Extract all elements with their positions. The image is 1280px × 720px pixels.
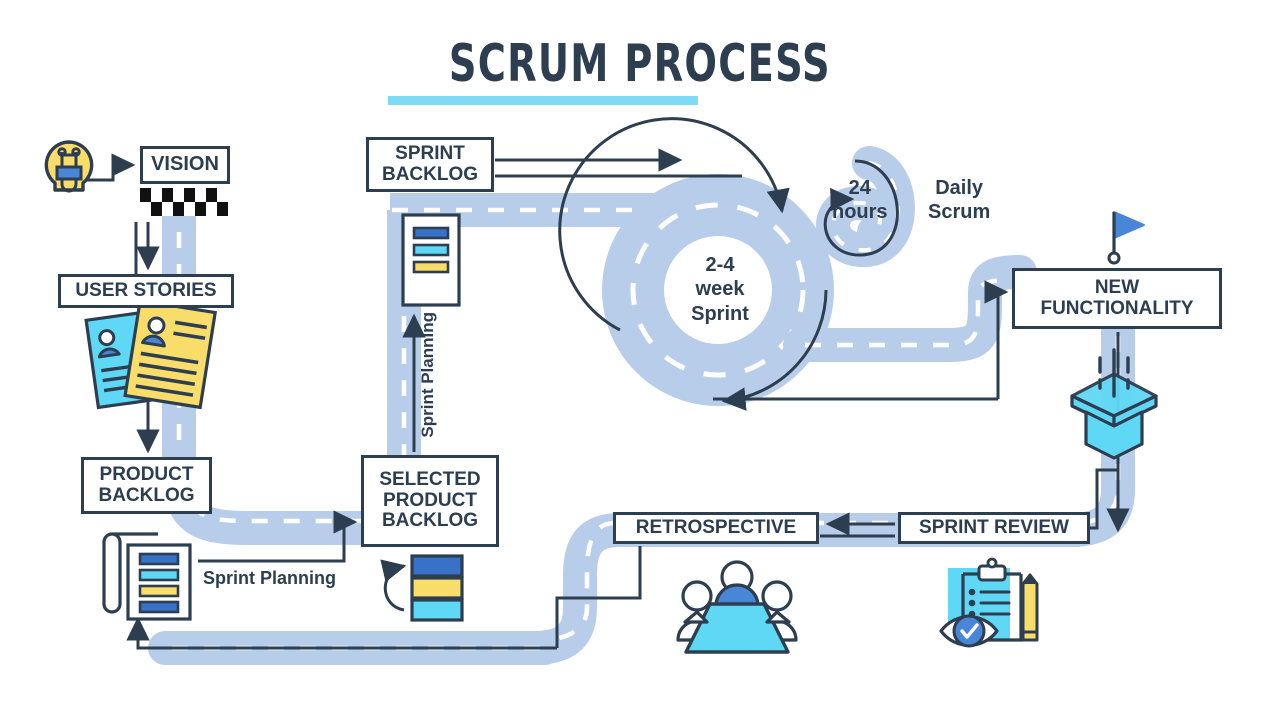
page-title-text: SCRUM PROCESS: [449, 34, 831, 94]
arrow-lightbulb-to-vision: [80, 153, 136, 182]
node-sprint-review[interactable]: SPRINT REVIEW: [898, 512, 1090, 544]
node-product-backlog-line2: BACKLOG: [98, 484, 195, 506]
line-new-functionality-riser: [984, 280, 1009, 399]
label-sprint-planning-vertical: Sprint Planning: [418, 312, 437, 438]
user-story-cards-icon: [84, 298, 218, 410]
label-sprint-duration-line3: Sprint: [691, 302, 749, 325]
checkered-flag-icon: [140, 188, 228, 216]
label-sprint-planning-horizontal: Sprint Planning: [203, 568, 336, 588]
arc-daily-scrum: [823, 159, 899, 257]
node-vision[interactable]: VISION: [140, 146, 230, 184]
arrow-return-to-product-backlog: [126, 616, 557, 650]
road-sprint-loop: [602, 174, 834, 406]
sprint-backlog-document-icon: [401, 213, 461, 307]
node-vision-label: VISION: [151, 153, 219, 176]
node-retrospective[interactable]: RETROSPECTIVE: [613, 512, 819, 544]
label-sprint-duration-line2: week: [695, 278, 745, 301]
node-new-functionality-line2: FUNCTIONALITY: [1040, 297, 1194, 319]
node-sprint-review-label: SPRINT REVIEW: [919, 516, 1069, 538]
review-clipboard-icon: [939, 557, 1039, 648]
node-new-functionality-line1: NEW: [1094, 276, 1140, 298]
node-selected-line1: SELECTED: [379, 469, 481, 491]
node-selected-product-backlog[interactable]: SELECTED PRODUCT BACKLOG: [361, 455, 499, 547]
label-24-hours: 24 hours: [832, 176, 888, 224]
selected-backlog-stack-icon: [410, 554, 464, 622]
line-sprint-review-hook: [1090, 468, 1118, 530]
node-product-backlog[interactable]: PRODUCT BACKLOG: [81, 457, 212, 514]
label-daily-scrum-line1: Daily: [935, 177, 984, 199]
arrow-sprint-planning-horizontal: [198, 510, 358, 563]
finish-flag-icon: [1107, 211, 1145, 265]
label-24-hours-line1: 24: [848, 177, 871, 199]
arc-sprint-counter: [721, 289, 828, 411]
node-selected-line2: PRODUCT: [383, 489, 477, 511]
arc-sprint-clockwise: [558, 117, 790, 332]
label-daily-scrum: Daily Scrum: [928, 176, 990, 224]
node-sprint-backlog-line2: BACKLOG: [381, 163, 479, 185]
node-sprint-backlog-line1: SPRINT: [395, 142, 465, 164]
node-retrospective-label: RETROSPECTIVE: [635, 516, 797, 538]
arc-selected-backlog-refresh: [380, 559, 407, 612]
label-sprint-duration: 2-4 week Sprint: [660, 253, 780, 326]
page-title: SCRUM PROCESS: [0, 38, 1280, 90]
team-meeting-icon: [676, 560, 798, 654]
node-new-functionality[interactable]: NEW FUNCTIONALITY: [1012, 268, 1222, 329]
line-retrospective-drop: [555, 546, 642, 648]
delivery-box-icon: [1070, 348, 1158, 460]
lightbulb-icon: [44, 140, 94, 193]
product-backlog-scroll-icon: [102, 532, 192, 621]
node-user-stories[interactable]: USER STORIES: [58, 274, 234, 308]
node-sprint-backlog[interactable]: SPRINT BACKLOG: [366, 137, 494, 192]
node-product-backlog-line1: PRODUCT: [99, 463, 194, 485]
label-sprint-duration-line1: 2-4: [705, 254, 735, 276]
label-24-hours-line2: hours: [832, 201, 888, 223]
node-selected-line3: BACKLOG: [381, 510, 479, 532]
title-underline: [388, 96, 698, 105]
node-user-stories-label: USER STORIES: [75, 279, 217, 301]
label-daily-scrum-line2: Scrum: [928, 201, 991, 223]
